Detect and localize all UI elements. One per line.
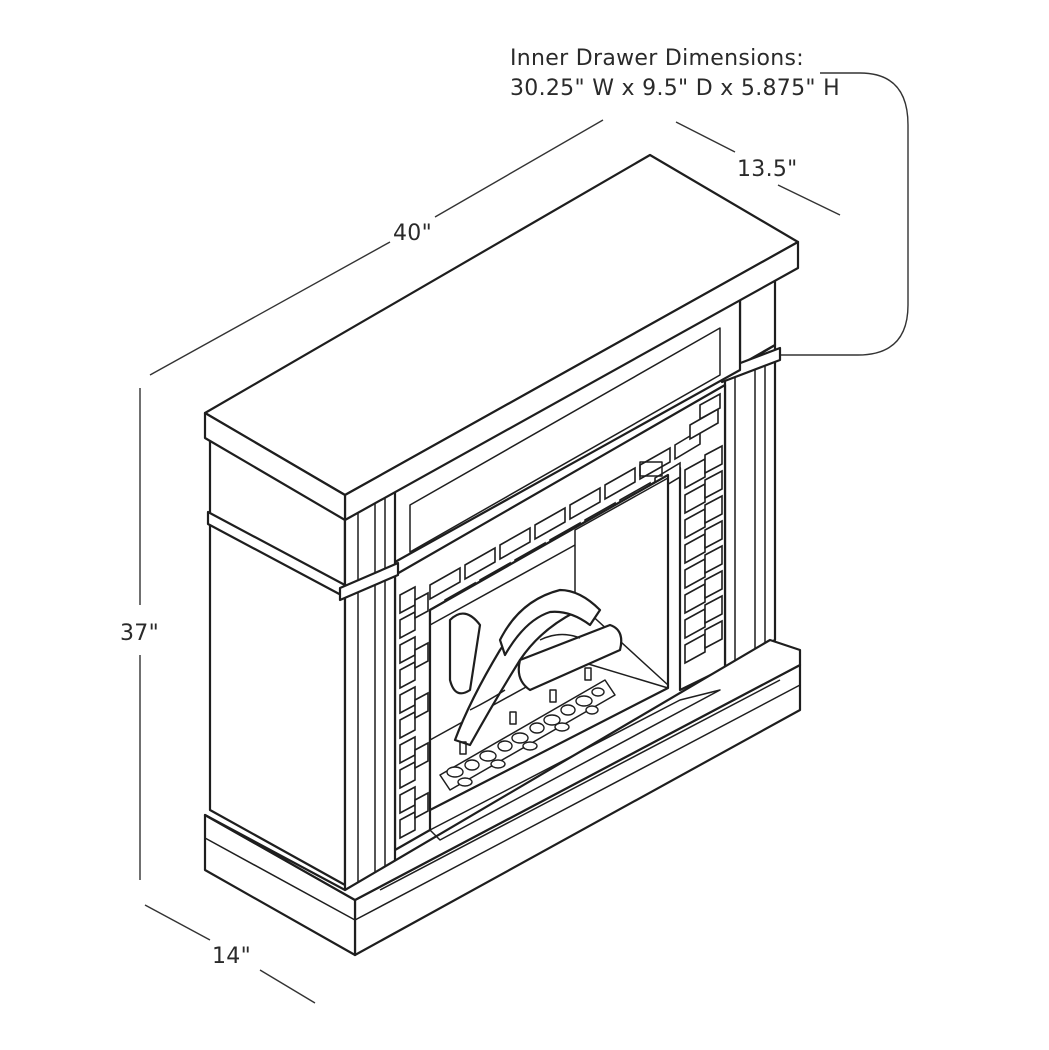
height-dimension: 37" [120, 388, 159, 880]
drawer-note-line2: 30.25" W x 9.5" D x 5.875" H [510, 76, 840, 101]
depth-top-dimension: 13.5" [675, 121, 841, 216]
width-dimension: 40" [149, 119, 604, 376]
control-panel [639, 461, 663, 477]
left-brick-column [399, 585, 429, 840]
width-label: 40" [393, 221, 432, 246]
log-top [498, 588, 602, 657]
base-top [203, 638, 802, 902]
firebox [428, 461, 670, 812]
left-pillar-trim [338, 561, 400, 602]
firebox-back [574, 477, 669, 686]
drawer-leader-line [680, 72, 909, 356]
log-side [448, 612, 482, 695]
depth-top-label: 13.5" [737, 157, 798, 182]
drawer-front [409, 327, 721, 553]
right-brick-column [684, 444, 723, 665]
drawer-dimension-callout: Inner Drawer Dimensions: 30.25" W x 9.5"… [510, 46, 909, 356]
log-back [517, 623, 623, 692]
drawer-note-line1: Inner Drawer Dimensions: [510, 46, 804, 71]
height-label: 37" [120, 621, 159, 646]
depth-base-dimension: 14" [144, 904, 316, 1004]
left-front-pillar [343, 488, 397, 892]
mantel-side-edge [203, 411, 347, 522]
ember-bed [439, 667, 616, 791]
fireplace-mantel [203, 153, 802, 957]
right-pillar [723, 343, 777, 670]
depth-base-label: 14" [212, 944, 251, 969]
